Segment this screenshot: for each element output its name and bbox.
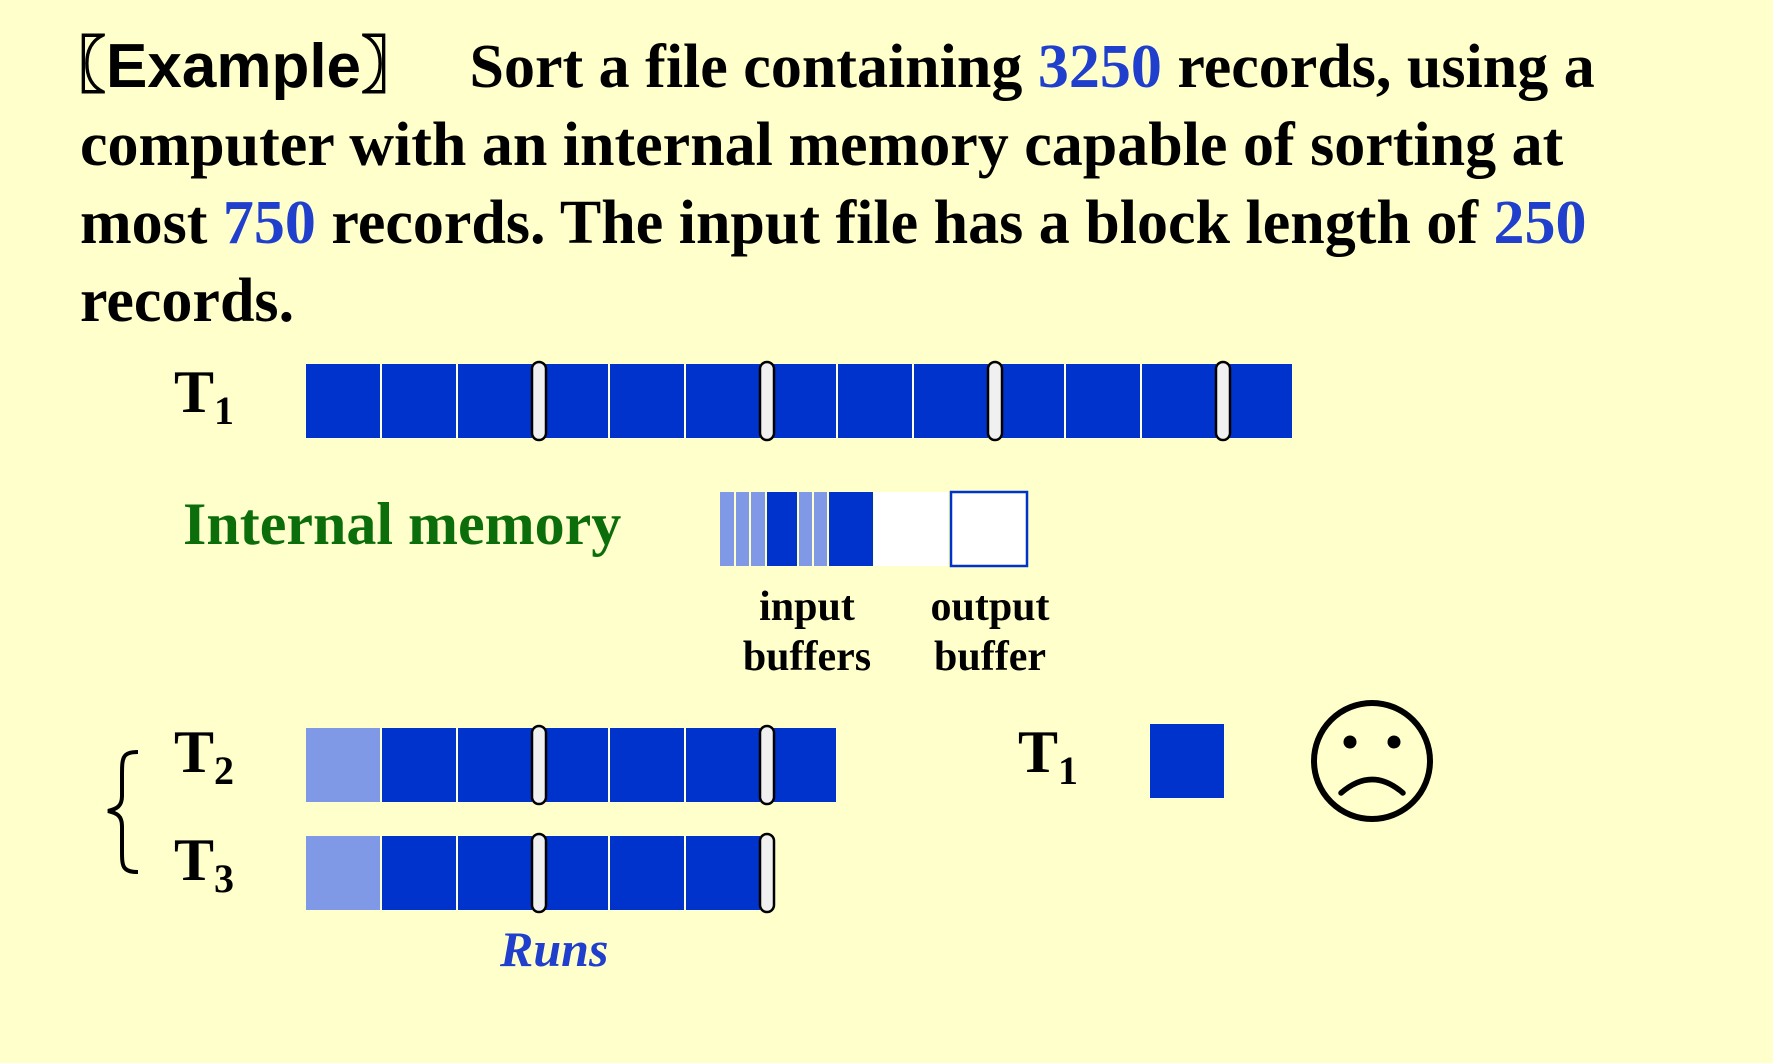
tape-t3 [306,832,776,914]
output-buffer [949,490,1029,568]
tape-block [914,364,988,438]
run-end-marker [530,724,548,806]
tape-t1-right [1150,724,1224,798]
heading-line-2: computer with an internal memory capable… [80,111,1564,179]
run-end-marker [1214,360,1232,442]
tape-block [1066,364,1140,438]
example-tag: 〖Example〗 [44,32,424,101]
tape-t2 [306,724,836,806]
tape-block [686,836,760,910]
tape-block [382,364,456,438]
tape-block [610,836,684,910]
tape-block [610,728,684,802]
input-buffer-empty [874,492,948,566]
run-end-marker [986,360,1004,442]
tape-block [382,728,456,802]
tape-t1-top [306,360,1292,442]
frown-face-icon [1311,700,1433,822]
input-buffer-strip [799,492,812,566]
tape-block [838,364,912,438]
tape-label-t2: T2 [174,719,235,793]
tape-block [686,364,760,438]
heading-line-3c: records. The input file has a block leng… [315,189,1494,257]
tape-block [458,364,532,438]
heading-text-2: records, using a [1161,33,1595,101]
tape-block [458,728,532,802]
example-heading: 〖Example〗 Sort a file containing 3250 re… [44,28,1744,340]
runs-label: Runs [500,921,609,977]
tape-block [382,836,456,910]
run-end-marker [758,832,776,914]
tape-label-t3: T3 [174,827,235,901]
tape-block [306,728,380,802]
heading-line-3a: most [80,189,223,257]
run-end-marker [530,832,548,914]
input-buffer-strip [829,492,873,566]
tape-group-brace [107,750,139,874]
tape-block [610,364,684,438]
input-buffer-strip [814,492,827,566]
input-buffer-strip [720,492,734,566]
tape-block [306,364,380,438]
tape-label-t1-right: T1 [1018,719,1079,793]
run-end-marker [758,360,776,442]
tape-block [306,836,380,910]
input-buffer-strip [751,492,765,566]
tape-block [458,836,532,910]
input-buffer-strip [736,492,749,566]
tape-block [1142,364,1216,438]
internal-memory-label: Internal memory [183,491,622,557]
tape-block [1150,724,1224,798]
memory-capacity: 750 [222,189,316,257]
run-end-marker [758,724,776,806]
internal-memory-buffers [720,490,1029,568]
heading-line-4: records. [80,267,295,335]
record-count: 3250 [1037,33,1162,101]
heading-text-1: Sort a file containing [469,33,1038,101]
tape-label-t1-top: T1 [174,359,235,433]
run-end-marker [530,360,548,442]
tape-block [686,728,760,802]
input-buffer-strip [767,492,797,566]
block-length: 250 [1493,189,1587,257]
